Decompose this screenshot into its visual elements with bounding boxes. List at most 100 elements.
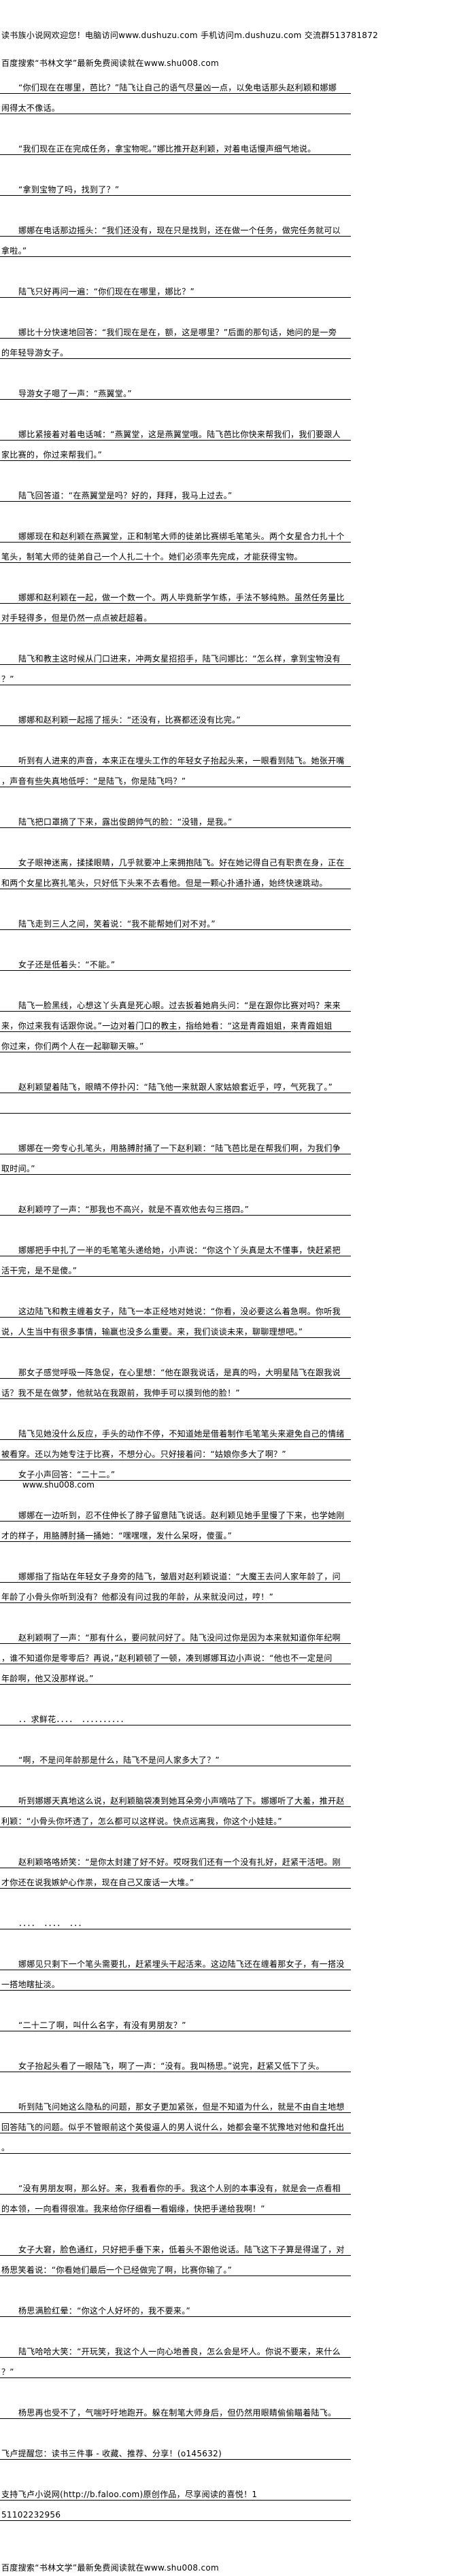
paragraph: “啊，不是问年龄那是什么，陆飞不是问人家多大了？” (0, 1746, 351, 1766)
text-line: 导游女子嗯了一声：“燕翼堂。” (0, 379, 351, 400)
paragraph: 娜娜指了指站在年轻女子身旁的陆飞，皱眉对赵利颖说道：“大魔王去问人家年龄了，问年… (0, 1562, 351, 1603)
text-line: ．．求鲜花．．．． ．．．．．．．．．． (0, 1705, 351, 1725)
paragraph: 赵利颖哼了一声：“那我也不高兴，就是不喜欢他去勾三搭四。” (0, 1195, 351, 1216)
watermark-url: www.shu008.com (22, 1480, 95, 1490)
line-text: 来，你过来我有话跟你说。”一边对着门口的教主，指给她看：“这是青霞姐姐，来青霞姐… (1, 1021, 333, 1031)
line-text: 年龄了小骨头你听到没有？他都没有问过我的年龄，从来就没问过，哼！” (1, 1592, 274, 1602)
text-line: 娜比十分快速地回答：“我们现在是在，额，这是哪里？”后面的那句话，她问的是一旁 (0, 318, 351, 339)
paragraph: 听到有人进来的声音，本来正在埋头工作的年轻女子抬起头来，一眼看到陆飞。她张开嘴，… (0, 746, 351, 787)
text-line: 笔头，制笔大师的徒弟自己一个人扎二十个。她们必须率先完成，才能获得宝物。 (0, 543, 351, 563)
line-text: 赵利颖啊了一声：“那有什么，要问就问好了。陆飞没问过你是因为本来就知道你年纪啊 (18, 1633, 341, 1643)
text-line: 。 (0, 2133, 351, 2154)
line-text: 。 (1, 2143, 10, 2152)
line-text: 笔头，制笔大师的徒弟自己一个人扎二十个。她们必须率先完成，才能获得宝物。 (1, 552, 303, 562)
line-text: ？” (1, 2367, 14, 2377)
line-text: ．．求鲜花．．．． ．．．．．．．．．． (18, 1715, 129, 1724)
line-text: 陆飞和教主这时候从门口进来，冲两女星招招手，陆飞问娜比：“怎么样，拿到宝物没有 (18, 654, 341, 664)
line-text: 女子还是低着头：“不能。” (18, 960, 116, 969)
paragraph: 娜娜把手中扎了一半的毛笔笔头递给她，小声说：“你这个丫头真是太不懂事，快赶紧把活… (0, 1236, 351, 1277)
paragraph: 那女子感觉呼吸一阵急促，在心里想：“他在跟我说话，是真的吗，大明星陆飞在跟我说话… (0, 1358, 351, 1399)
line-text: 才你还在说我嫉妒心作祟，现在自己又废话一大堆。” (1, 1878, 194, 1887)
line-text: 陆飞回答道：“在燕翼堂是吗？好的，拜拜，我马上过去。” (18, 491, 233, 500)
paragraph: 陆飞回答道：“在燕翼堂是吗？好的，拜拜，我马上过去。” (0, 481, 351, 502)
line-text: 赵利颖哼了一声：“那我也不高兴，就是不喜欢他去勾三搭四。” (18, 1205, 250, 1214)
paragraph: ．．．． ．．．． ．．． (0, 1909, 351, 1929)
line-text: 陆飞把口罩摘了下来，露出俊朗帅气的脸：“没错，是我。” (18, 817, 233, 827)
text-line: 话？我不是在做梦，他就站在我跟前，我伸手可以摸到他的脸！” (0, 1379, 351, 1399)
line-text: 被看穿。还以为她专注于比赛，不想分心。只好接着问：“姑娘你多大了啊？” (1, 1449, 286, 1459)
paragraph: 听到陆飞问她这么隐私的问题，那女子更加紧张，但是不知道为什么，就是不由自主地想回… (0, 2093, 351, 2154)
text-line: ．．．． ．．．． ．．． (0, 1909, 351, 1929)
line-text: 陆飞哈哈大笑：“开玩笑，我这个人一向心地善良，怎么会是坏人。你说不要来，来什么 (18, 2347, 341, 2356)
text-line: 女子小声回答：“二十二。” (0, 1460, 351, 1481)
line-text: 51102232956 (1, 2510, 61, 2520)
text-line: “拿到宝物了吗，找到了？” (0, 175, 351, 196)
text-line: 这边陆飞和教主缠着女子，陆飞一本正经地对她说：“你看，没必要这么着急啊。你听我 (0, 1297, 351, 1318)
text-line: ？” (0, 2358, 351, 2378)
paragraph: 娜比紧接着对着电话喊：“燕翼堂，这是燕翼堂哦。陆飞芭比你快来帮我们，我们要跟人家… (0, 420, 351, 461)
text-line: 陆飞一脸黑线，心想这丫头真是死心眼。过去扳着她肩头问：“是在跟你比赛对吗？来来 (0, 991, 351, 1012)
line-text: 的年轻导游女子。 (1, 348, 69, 358)
paragraph: 女子小声回答：“二十二。” (0, 1460, 351, 1481)
line-text: 赵利颖咯咯娇笑：“是你太封建了好不好。哎呀我们还有一个没有扎好，赶紧干活吧。刚 (18, 1857, 341, 1867)
paragraph: 女子大窘，脸色通红，只好把手垂下来，低着头不跟他说话。陆飞这下子算是得逞了，对杨… (0, 2235, 351, 2276)
text-line: 娜娜在一边听到，忍不住伸长了脖子留意陆飞说话。赵利颖见她手里慢了下来，也学她刚 (0, 1501, 351, 1522)
line-text: 陆飞走到三人之间，笑着说：“我不能帮她们对不对。” (18, 919, 216, 929)
line-text: 娜娜现在和赵利颖在燕翼堂，正和制笔大师的徒弟比赛绑毛笔笔头。两个女星合力扎十个 (18, 532, 345, 541)
line-text: 娜娜和赵利颖一起摇了摇头：“还没有，比赛都还没有比完。” (18, 715, 241, 725)
text-line: 陆飞回答道：“在燕翼堂是吗？好的，拜拜，我马上过去。” (0, 481, 351, 502)
line-text: 娜娜在电话那边摇头：“我们还没有，现在只是找到，还在做一个任务，做完任务就可以 (18, 226, 341, 235)
text-line: 陆飞见她没什么反应，手头的动作不停，不知道她是借着制作毛笔笔头来避免自己的情绪 (0, 1420, 351, 1440)
text-line: “没有男朋友啊，那么好。来，我看看你的手。我这个人别的本事没有，就是会一点看相 (0, 2174, 351, 2195)
line-text: 陆飞一脸黑线，心想这丫头真是死心眼。过去扳着她肩头问：“是在跟你比赛对吗？来来 (18, 1001, 341, 1010)
line-text: 活干完，是不是傻。” (1, 1266, 78, 1275)
paragraph: 陆飞哈哈大笑：“开玩笑，我这个人一向心地善良，怎么会是坏人。你说不要来，来什么 ？… (0, 2337, 351, 2378)
footer-note: 支持飞卢小说网(http://b.faloo.com)原创作品，尽享阅读的喜悦！… (0, 2480, 351, 2521)
line-text: 杨思满脸红晕：“你这个人好坏的，我不要来。” (18, 2306, 191, 2316)
line-text: “没有男朋友啊，那么好。来，我看看你的手。我这个人别的本事没有，就是会一点看相 (18, 2184, 341, 2193)
text-line: “啊，不是问年龄那是什么，陆飞不是问人家多大了？” (0, 1746, 351, 1766)
line-text: 你过来，你们两个人在一起聊聊天嘛。” (1, 1042, 144, 1051)
text-line: 支持飞卢小说网(http://b.faloo.com)原创作品，尽享阅读的喜悦！… (0, 2480, 351, 2501)
text-line: 一搭地瞎扯淡。 (0, 1970, 351, 1991)
line-text: 杨思再也受不了，气喘吁吁地跑开。躲在制笔大师身后，但仍然用眼睛偷偷瞄着陆飞。 (18, 2408, 337, 2418)
text-line: 被看穿。还以为她专注于比赛，不想分心。只好接着问：“姑娘你多大了啊？” (0, 1440, 351, 1460)
text-line: 你过来，你们两个人在一起聊聊天嘛。” (0, 1032, 351, 1052)
text-line: 娜比紧接着对着电话喊：“燕翼堂，这是燕翼堂哦。陆飞芭比你快来帮我们，我们要跟人 (0, 420, 351, 441)
paragraph: 陆飞一脸黑线，心想这丫头真是死心眼。过去扳着她肩头问：“是在跟你比赛对吗？来来来… (0, 991, 351, 1052)
line-text: 娜娜见只剩下一个笔头需要扎，赶紧埋头干起活来。这边陆飞还在缠着那女子，有一搭没 (18, 1959, 345, 1969)
line-text: 陆飞见她没什么反应，手头的动作不停，不知道她是借着制作毛笔笔头来避免自己的情绪 (18, 1429, 345, 1439)
paragraph: ．．求鲜花．．．． ．．．．．．．．．． (0, 1705, 351, 1725)
text-line: 利颖：“小骨头你坏透了，怎么都可以这样说。快点远离我，你这个小娃娃。” (0, 1807, 351, 1827)
paragraph: 陆飞只好再问一遍：“你们现在在哪里，娜比？” (0, 277, 351, 298)
text-line: 赵利颖望着陆飞，眼睛不停扑闪：“陆飞他一来就跟人家姑娘套近乎，哼，气死我了。” (0, 1073, 351, 1093)
line-text: 听到陆飞问她这么隐私的问题，那女子更加紧张，但是不知道为什么，就是不由自主地想 (18, 2102, 345, 2112)
line-text: “你们现在在哪里，芭比？”陆飞让自己的语气尽量凶一点，以免电话那头赵利颖和娜娜 (18, 83, 337, 92)
text-line: 赵利颖咯咯娇笑：“是你太封建了好不好。哎呀我们还有一个没有扎好，赶紧干活吧。刚 (0, 1848, 351, 1868)
text-line: 对手轻得多，但是仍然一点点被赶超着。 (0, 604, 351, 624)
paragraph: 赵利颖望着陆飞，眼睛不停扑闪：“陆飞他一来就跟人家姑娘套近乎，哼，气死我了。” (0, 1073, 351, 1114)
text-line: 杨思再也受不了，气喘吁吁地跑开。躲在制笔大师身后，但仍然用眼睛偷偷瞄着陆飞。 (0, 2399, 351, 2419)
line-text: 陆飞只好再问一遍：“你们现在在哪里，娜比？” (18, 287, 195, 296)
text-line: 的本领，一向看得很准。我来给你仔细看一看姻缘，快把手递给我啊！” (0, 2195, 351, 2215)
text-line: 女子眼神迷离，揉揉眼睛，几乎就要冲上来拥抱陆飞。好在她记得自己有职责在身，正在 (0, 848, 351, 869)
paragraph: 娜娜在电话那边摇头：“我们还没有，现在只是找到，还在做一个任务，做完任务就可以拿… (0, 216, 351, 257)
text-line: 女子还是低着头：“不能。” (0, 950, 351, 971)
text-line: 娜娜在一旁专心扎笔头，用胳膊肘捅了一下赵利颖：“陆飞芭比是在帮我们啊，为我们争 (0, 1134, 351, 1154)
paragraph: 赵利颖咯咯娇笑：“是你太封建了好不好。哎呀我们还有一个没有扎好，赶紧干活吧。刚才… (0, 1848, 351, 1889)
line-text: ，声音有些失真地低呼：“是陆飞，你是陆飞吗？” (1, 776, 186, 786)
text-line: 来，你过来我有话跟你说。”一边对着门口的教主，指给她看：“这是青霞姐姐，来青霞姐… (0, 1012, 351, 1032)
line-text: 娜比十分快速地回答：“我们现在是在，额，这是哪里？”后面的那句话，她问的是一旁 (18, 328, 337, 337)
text-line: 陆飞和教主这时候从门口进来，冲两女星招招手，陆飞问娜比：“怎么样，拿到宝物没有 (0, 645, 351, 665)
line-text: 取时间。” (1, 1164, 35, 1173)
line-text: 杨思笑着说：“你看她们最后一个已经做完了啊，比赛你输了。” (1, 2265, 233, 2275)
text-line: 年龄了小骨头你听到没有？他都没有问过我的年龄，从来就没问过，哼！” (0, 1583, 351, 1603)
text-line: 听到陆飞问她这么隐私的问题，那女子更加紧张，但是不知道为什么，就是不由自主地想 (0, 2093, 351, 2113)
text-line: 女子抬起头看了一眼陆飞，啊了一声：“没有。我叫杨思。”说完，赶紧又低下了头。 (0, 2052, 351, 2072)
text-line: 的年轻导游女子。 (0, 339, 351, 359)
text-line: 娜娜见只剩下一个笔头需要扎，赶紧埋头干起活来。这边陆飞还在缠着那女子，有一搭没 (0, 1950, 351, 1970)
paragraph: “拿到宝物了吗，找到了？” (0, 175, 351, 196)
line-text: 说，人生当中有很多事情，输赢也没多么重要。来，我们谈谈未来，聊聊理想吧。” (1, 1327, 303, 1337)
search-promo-banner: 百度搜索“书林文学”最新免费阅读就在www.shu008.com (1, 58, 220, 68)
text-line: “我们现在正在完成任务，拿宝物呢。”娜比推开赵利颖，对着电话慢声细气地说。 (0, 135, 351, 155)
